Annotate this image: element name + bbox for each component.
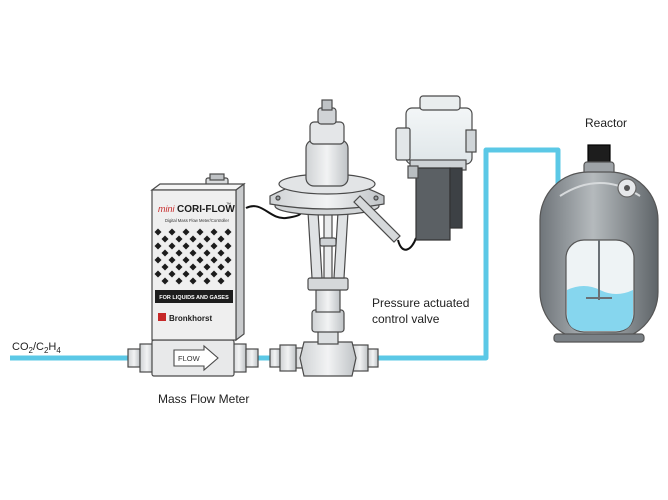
checker-diamond: [168, 270, 176, 278]
inlet-sub-1: 2: [28, 346, 33, 356]
checker-diamond: [224, 270, 232, 278]
checker-diamond: [224, 228, 232, 236]
checker-diamond: [210, 270, 218, 278]
checker-diamond: [217, 249, 225, 257]
valve-label-line-1: Pressure actuated: [372, 296, 470, 310]
checker-diamond: [154, 256, 162, 264]
checker-diamond: [224, 242, 232, 250]
mass-flow-meter: [127, 173, 259, 377]
checker-diamond: [196, 270, 204, 278]
inlet-co: CO: [12, 341, 29, 353]
checker-diamond: [210, 228, 218, 236]
checker-diamond: [189, 249, 197, 257]
checker-diamond: [154, 228, 162, 236]
checker-diamond: [217, 277, 225, 285]
reactor-label: Reactor: [585, 116, 628, 130]
control-valve: [269, 99, 401, 377]
checker-diamond: [210, 242, 218, 250]
checker-diamond: [182, 256, 190, 264]
checker-diamond: [175, 277, 183, 285]
device-brand-prefix: mini: [158, 204, 176, 214]
checker-diamond: [175, 249, 183, 257]
checker-diamond: [189, 263, 197, 271]
checker-diamond: [203, 235, 211, 243]
checker-diamond: [168, 228, 176, 236]
reactor-liquid: [567, 286, 633, 331]
checker-diamond: [189, 235, 197, 243]
checker-diamond: [182, 270, 190, 278]
inlet-sub-2: 2: [43, 346, 49, 356]
checker-diamond: [168, 242, 176, 250]
checker-diamond: [182, 242, 190, 250]
checker-diamond: [161, 277, 169, 285]
valve-label-line-2: control valve: [372, 312, 440, 326]
device-subtitle: Digital Mass Flow Meter/Controller: [165, 218, 230, 223]
device-trademark: ™: [226, 202, 231, 208]
positioner-cable: [397, 237, 417, 251]
checker-diamond: [161, 235, 169, 243]
checker-diamond: [175, 235, 183, 243]
device-model: CORI-FLOW: [177, 204, 235, 215]
checker-diamond: [203, 249, 211, 257]
inlet-label: CO2/C2H4: [12, 340, 61, 358]
checker-diamond: [175, 263, 183, 271]
checker-diamond: [154, 242, 162, 250]
mass-flow-meter-label: Mass Flow Meter: [158, 392, 250, 406]
checker-diamond: [203, 263, 211, 271]
checker-diamond: [196, 256, 204, 264]
reactor-vessel: [539, 144, 659, 343]
flow-arrow-text: FLOW: [178, 354, 201, 363]
device-banner-text: FOR LIQUIDS AND GASES: [159, 295, 229, 301]
checker-diamond: [196, 228, 204, 236]
checker-diamond: [224, 256, 232, 264]
device-maker: Bronkhorst: [169, 314, 212, 323]
inlet-sep: /C: [32, 341, 44, 353]
checker-pattern: [154, 228, 232, 285]
flow-arrow: FLOW: [173, 344, 219, 372]
checker-diamond: [189, 277, 197, 285]
checker-diamond: [161, 263, 169, 271]
checker-diamond: [217, 263, 225, 271]
checker-diamond: [196, 242, 204, 250]
checker-diamond: [217, 235, 225, 243]
checker-diamond: [203, 277, 211, 285]
checker-diamond: [161, 249, 169, 257]
signal-cable: [245, 205, 301, 220]
inlet-h: H: [48, 341, 57, 353]
checker-diamond: [154, 270, 162, 278]
checker-diamond: [210, 256, 218, 264]
checker-diamond: [182, 228, 190, 236]
valve-positioner: [395, 95, 477, 241]
inlet-sub-3: 4: [56, 346, 61, 356]
checker-diamond: [168, 256, 176, 264]
